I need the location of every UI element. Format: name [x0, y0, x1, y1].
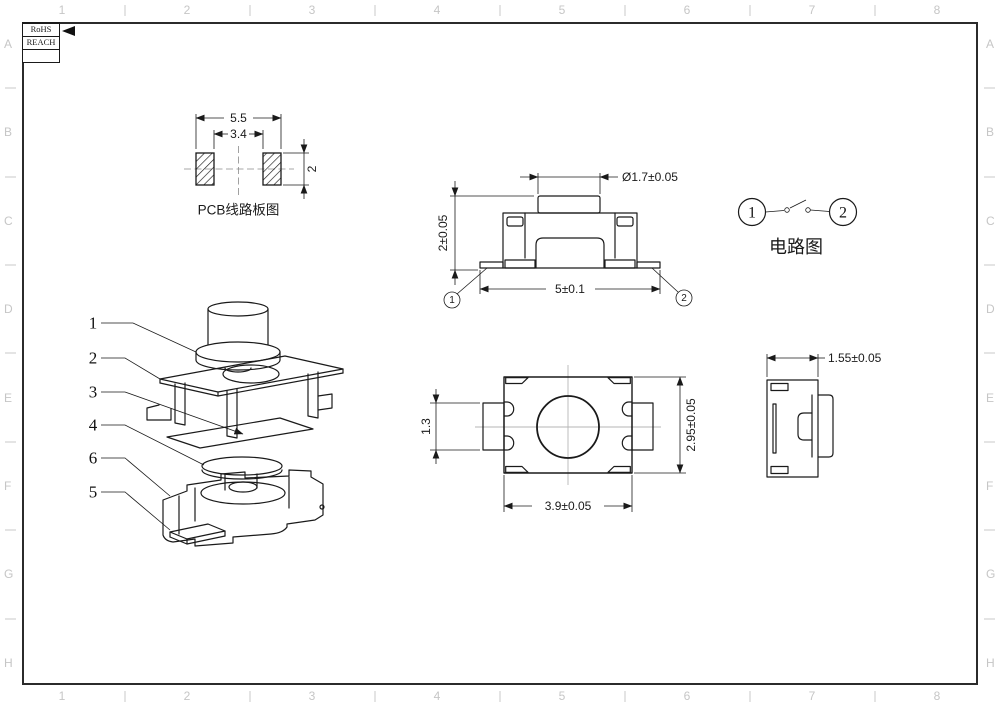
front-terminal-2: 2: [681, 293, 687, 304]
grid-row-left-e: E: [4, 391, 13, 405]
part-number-6: 6: [89, 449, 98, 468]
grid-row-left-h: H: [4, 656, 13, 670]
grid-col-top-5: 5: [558, 3, 566, 17]
grid-col-bottom-8: 8: [933, 689, 941, 703]
grid-col-top-7: 7: [808, 3, 816, 17]
grid-row-right-c: C: [986, 214, 995, 228]
grid-col-top-6: 6: [683, 3, 691, 17]
front-dim-height: 2±0.05: [436, 214, 450, 251]
grid-row-left-d: D: [4, 302, 13, 316]
front-terminal-1: 1: [449, 295, 455, 306]
grid-col-bottom-6: 6: [683, 689, 691, 703]
circuit-terminal-2-balloon: [828, 197, 858, 227]
circuit-view-title: 电路图: [769, 237, 823, 257]
grid-col-bottom-7: 7: [808, 689, 816, 703]
part-number-3: 3: [89, 383, 98, 402]
top-dim-tab-width: 1.3: [419, 418, 433, 435]
reach-label: REACH: [22, 37, 60, 50]
grid-row-right-f: F: [986, 479, 994, 493]
top-dim-body-height: 2.95±0.05: [684, 398, 698, 452]
circuit-terminal-1: 1: [748, 205, 756, 222]
grid-col-bottom-3: 3: [308, 689, 316, 703]
pcb-dim-outer: 5.5: [230, 111, 247, 125]
grid-row-left-g: G: [4, 567, 14, 581]
grid-col-bottom-5: 5: [558, 689, 566, 703]
top-view: 1.3 2.95±0.05 3.9±0.05: [419, 365, 698, 513]
front-terminal-1-balloon: [443, 291, 461, 309]
grid-row-left-a: A: [4, 37, 13, 51]
grid-col-top-3: 3: [308, 3, 316, 17]
pcb-pad-right: [262, 152, 282, 186]
pcb-dim-inner: 3.4: [230, 127, 247, 141]
grid-col-top-4: 4: [433, 3, 441, 17]
circuit-terminal-2: 2: [839, 205, 847, 222]
grid-row-right-g: G: [986, 567, 996, 581]
part-number-1: 1: [89, 314, 98, 333]
grid-col-top-2: 2: [183, 3, 191, 17]
rohs-label: RoHS: [22, 22, 60, 37]
grid-row-right-d: D: [986, 302, 995, 316]
pcb-dim-pad-height: 2: [305, 165, 319, 172]
top-dim-body-width: 3.9±0.05: [545, 499, 592, 513]
side-dim-body-width: 1.55±0.05: [828, 351, 882, 365]
grid-col-top-1: 1: [58, 3, 66, 17]
front-dim-lead-span: 5±0.1: [555, 282, 585, 296]
part-number-4: 4: [89, 416, 98, 435]
revision-triangle-icon: [62, 26, 75, 36]
drawing-frame: [22, 22, 978, 685]
circuit-diagram-view: 1 2 电路图: [737, 197, 858, 257]
grid-row-right-b: B: [986, 125, 995, 139]
grid-row-left-f: F: [4, 479, 12, 493]
grid-row-right-e: E: [986, 391, 995, 405]
front-view: Ø1.7±0.05 2±0.05 5±0.1 1 2: [436, 170, 693, 309]
pcb-pad-left: [195, 152, 215, 186]
front-terminal-2-balloon: [675, 289, 693, 307]
part-number-5: 5: [89, 483, 98, 502]
grid-row-left-c: C: [4, 214, 13, 228]
grid-row-right-h: H: [986, 656, 995, 670]
part-number-2: 2: [89, 349, 98, 368]
front-dim-knob-diameter: Ø1.7±0.05: [622, 170, 678, 184]
grid-col-top-8: 8: [933, 3, 941, 17]
pcb-view-title: PCB线路板图: [198, 203, 280, 218]
grid-col-bottom-1: 1: [58, 689, 66, 703]
grid-row-left-b: B: [4, 125, 13, 139]
empty-cell: [22, 50, 60, 63]
grid-row-right-a: A: [986, 37, 995, 51]
side-view: 1.55±0.05: [766, 351, 882, 478]
compliance-table: RoHS REACH: [22, 22, 60, 63]
exploded-view: 1 2 3 4 6 5: [89, 301, 344, 547]
switch-symbol: [765, 199, 830, 213]
pcb-layout-view: 5.5 3.4 2 PCB线路板图: [184, 111, 319, 218]
grid-col-bottom-4: 4: [433, 689, 441, 703]
grid-col-bottom-2: 2: [183, 689, 191, 703]
